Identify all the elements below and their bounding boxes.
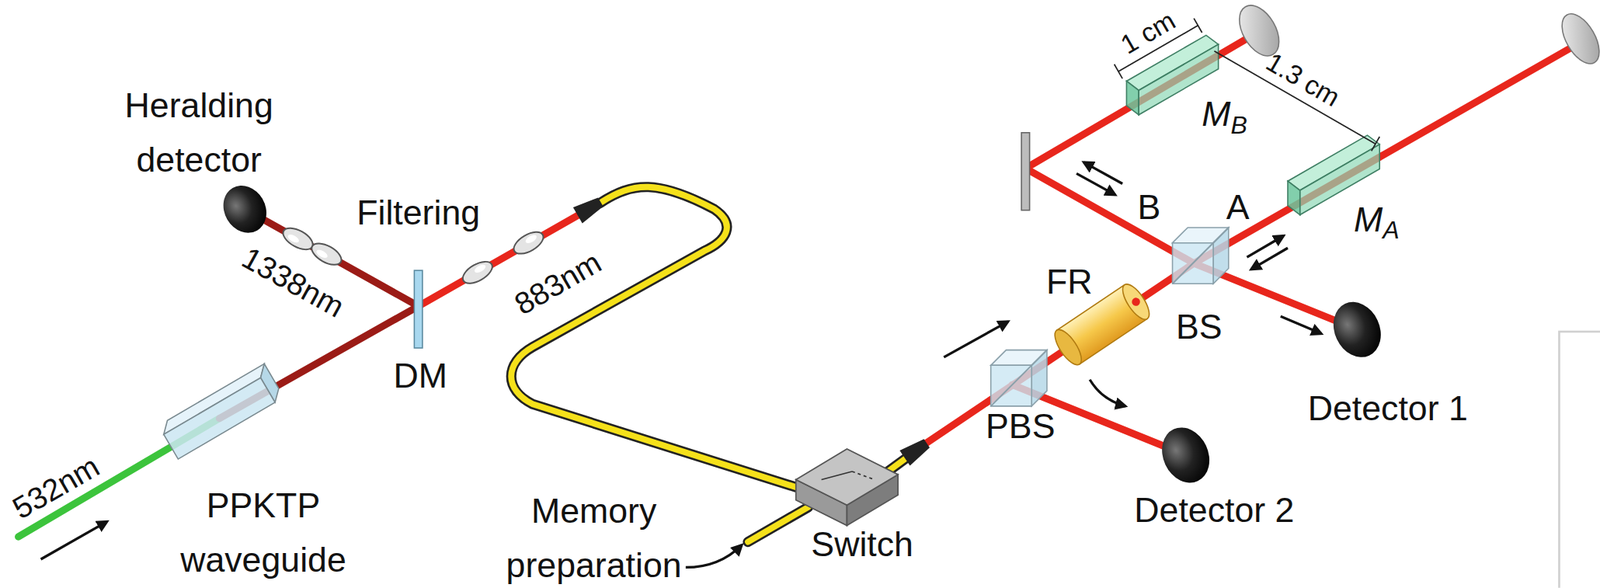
dichroic-mirror bbox=[413, 270, 423, 348]
part-label: FR bbox=[1046, 254, 1093, 309]
flat-mirror bbox=[1021, 132, 1030, 211]
fibre-switch bbox=[796, 448, 898, 526]
part-label: MB bbox=[1201, 87, 1248, 142]
part-label: Heralding detector bbox=[112, 79, 286, 187]
part-label: B bbox=[1137, 180, 1161, 234]
fibre-couplers bbox=[573, 194, 933, 467]
detectors bbox=[215, 177, 1390, 491]
part-label: MA bbox=[1353, 192, 1400, 247]
part-label: Filtering bbox=[356, 185, 480, 240]
bs-cube bbox=[1172, 227, 1229, 284]
laser-beams bbox=[18, 32, 1580, 537]
part-label: A bbox=[1226, 180, 1250, 234]
part-label: BS bbox=[1175, 299, 1223, 354]
part-label: Switch bbox=[810, 517, 914, 571]
ppktp-waveguide bbox=[158, 363, 284, 460]
part-label: 1.3 cm bbox=[1258, 41, 1348, 118]
optical-fibres bbox=[511, 187, 911, 543]
part-label: Detector 2 bbox=[1133, 483, 1294, 537]
panel-edge bbox=[1558, 331, 1600, 588]
part-label: DM bbox=[393, 348, 448, 403]
part-label: PBS bbox=[985, 400, 1055, 454]
part-label: Memory preparation bbox=[491, 483, 696, 588]
part-label: Detector 1 bbox=[1307, 381, 1468, 435]
pbs-cube bbox=[991, 350, 1047, 407]
part-label: PPKTP waveguide bbox=[166, 479, 361, 587]
curved-mirror bbox=[1554, 7, 1600, 70]
